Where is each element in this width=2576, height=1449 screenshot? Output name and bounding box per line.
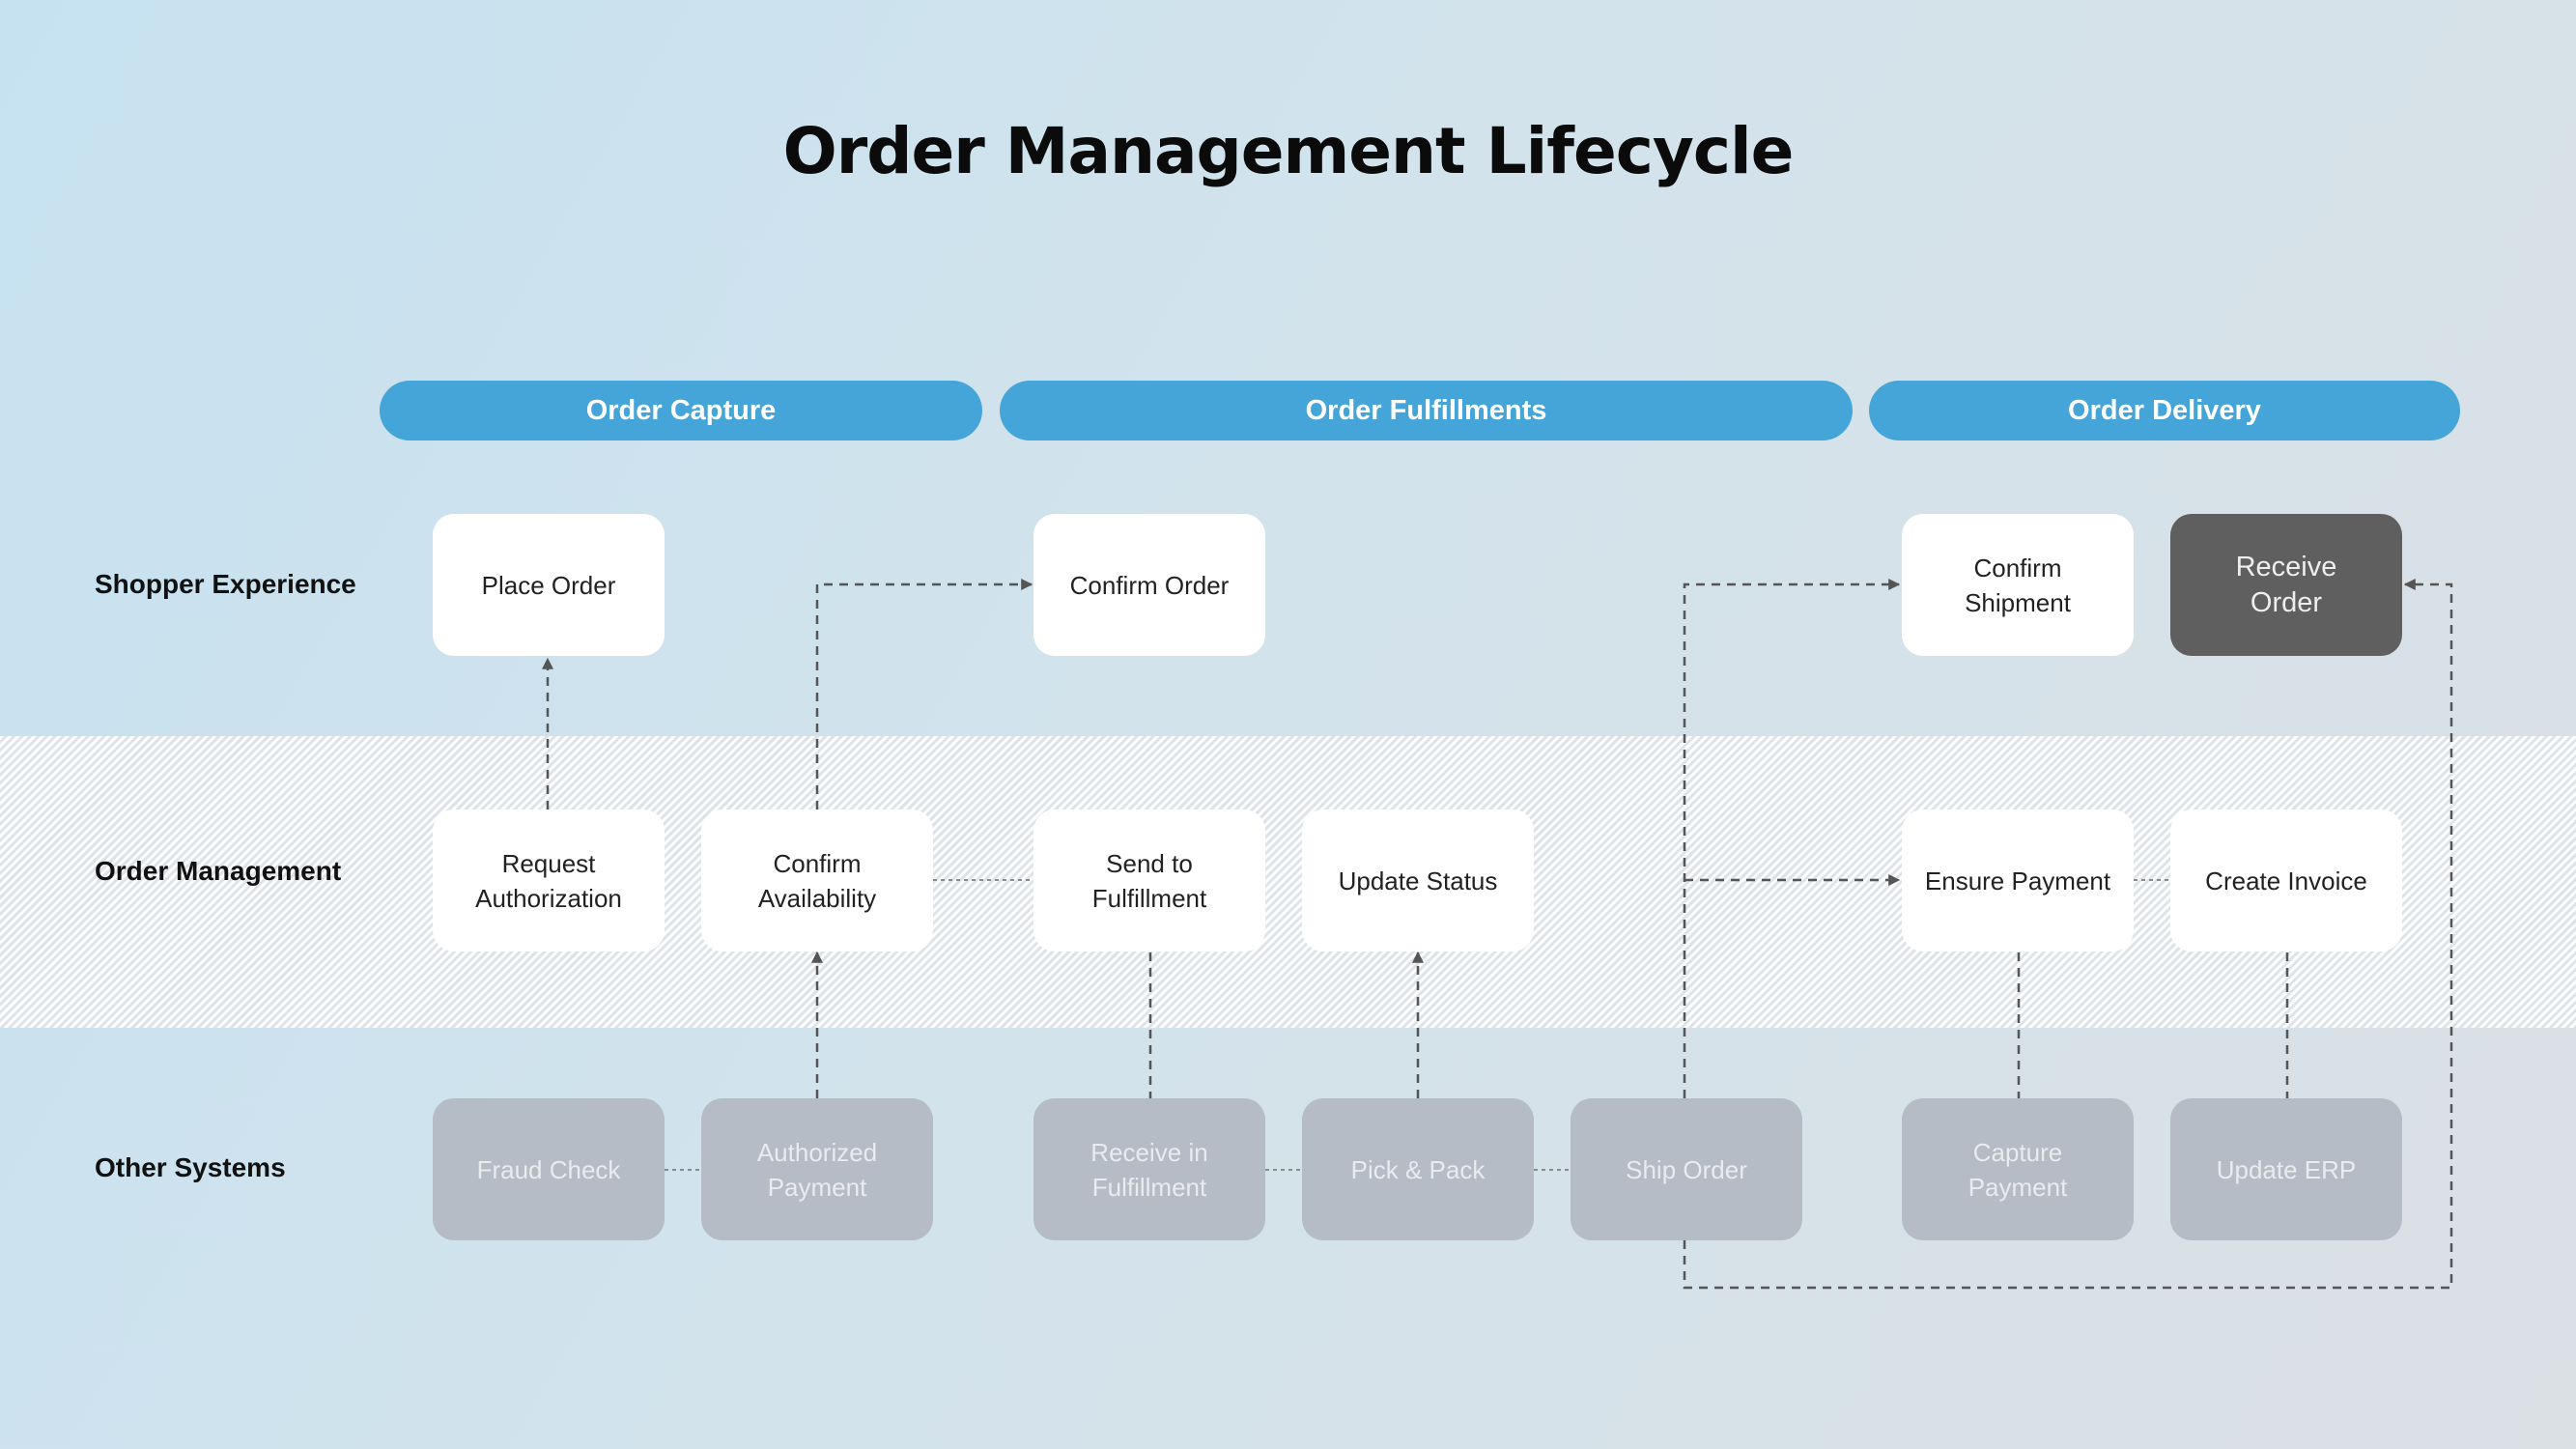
arrow-ship-order-to-confirm-shipment xyxy=(1683,579,1901,1098)
lane-label-other-systems: Other Systems xyxy=(95,1152,286,1182)
node-send-to-fulfillment: Send to Fulfillment xyxy=(1033,810,1265,952)
node-ensure-payment: Ensure Payment xyxy=(1902,810,2134,952)
phase-order-fulfillments: Order Fulfillments xyxy=(1000,381,1853,440)
phase-order-delivery: Order Delivery xyxy=(1869,381,2460,440)
node-ship-order: Ship Order xyxy=(1571,1098,1802,1240)
node-confirm-shipment: Confirm Shipment xyxy=(1902,514,2134,656)
node-pick-pack: Pick & Pack xyxy=(1302,1098,1534,1240)
node-authorized-payment: Authorized Payment xyxy=(701,1098,933,1240)
lane-label-order-management: Order Management xyxy=(95,856,342,886)
node-create-invoice: Create Invoice xyxy=(2170,810,2402,952)
node-update-status: Update Status xyxy=(1302,810,1534,952)
lane-label-shopper-experience: Shopper Experience xyxy=(95,569,356,599)
node-receive-order: Receive Order xyxy=(2170,514,2402,656)
node-capture-payment: Capture Payment xyxy=(1902,1098,2134,1240)
page-title: Order Management Lifecycle xyxy=(782,114,1795,188)
node-request-authorization: Request Authorization xyxy=(433,810,665,952)
node-confirm-order: Confirm Order xyxy=(1033,514,1265,656)
node-update-erp: Update ERP xyxy=(2170,1098,2402,1240)
node-fraud-check: Fraud Check xyxy=(433,1098,665,1240)
arrow-ship-order-to-receive-order xyxy=(1683,579,2453,1290)
arrow-confirm-availability-to-confirm-order xyxy=(815,579,1033,810)
node-place-order: Place Order xyxy=(433,514,665,656)
node-confirm-availability: Confirm Availability xyxy=(701,810,933,952)
order-management-lane-band xyxy=(0,736,2576,1028)
node-receive-in-fulfillment: Receive in Fulfillment xyxy=(1033,1098,1265,1240)
phase-order-capture: Order Capture xyxy=(380,381,982,440)
